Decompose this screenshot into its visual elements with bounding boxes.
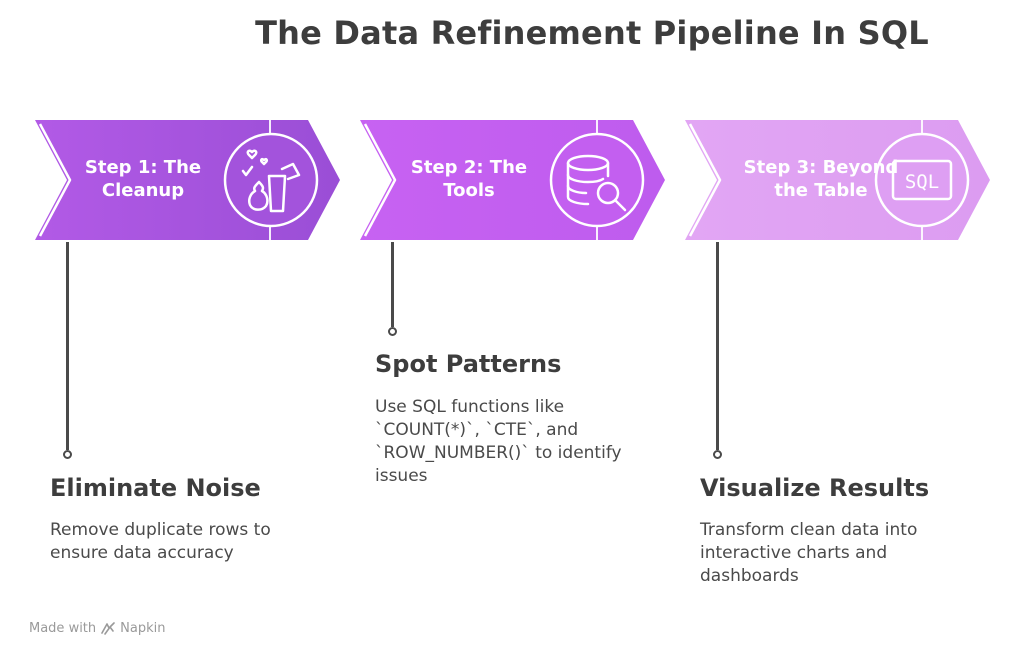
database-search-icon xyxy=(549,132,645,228)
sql-screen-icon: SQL xyxy=(874,132,970,228)
step-3-description: Transform clean data into interactive ch… xyxy=(700,520,918,586)
footer-brand: Napkin xyxy=(120,621,166,636)
step-3-connector xyxy=(716,242,719,450)
step-1-label: Step 1: The Cleanup xyxy=(84,157,202,201)
step-3-heading: Visualize Results xyxy=(700,474,930,502)
cleanup-bag-icon xyxy=(223,132,319,228)
step-2-label: Step 2: The Tools xyxy=(410,157,528,201)
step-1-connector xyxy=(66,242,69,450)
step-1-description: Remove duplicate rows to ensure data acc… xyxy=(50,520,271,563)
step-2-description: Use SQL functions like `COUNT(*)`, `CTE`… xyxy=(375,397,622,486)
step-2-heading: Spot Patterns xyxy=(375,350,562,378)
step-1-heading: Eliminate Noise xyxy=(50,474,261,502)
napkin-logo-icon xyxy=(101,622,115,635)
sql-icon-text: SQL xyxy=(905,171,939,193)
step-2-dot xyxy=(388,327,397,336)
step-1-dot xyxy=(63,450,72,459)
page-title: The Data Refinement Pipeline In SQL xyxy=(255,14,929,52)
footer-credit[interactable]: Made with Napkin xyxy=(29,621,165,636)
step-3-dot xyxy=(713,450,722,459)
step-2-connector xyxy=(391,242,394,327)
step-3-label: Step 3: Beyond the Table xyxy=(743,157,899,201)
footer-text: Made with xyxy=(29,621,97,636)
